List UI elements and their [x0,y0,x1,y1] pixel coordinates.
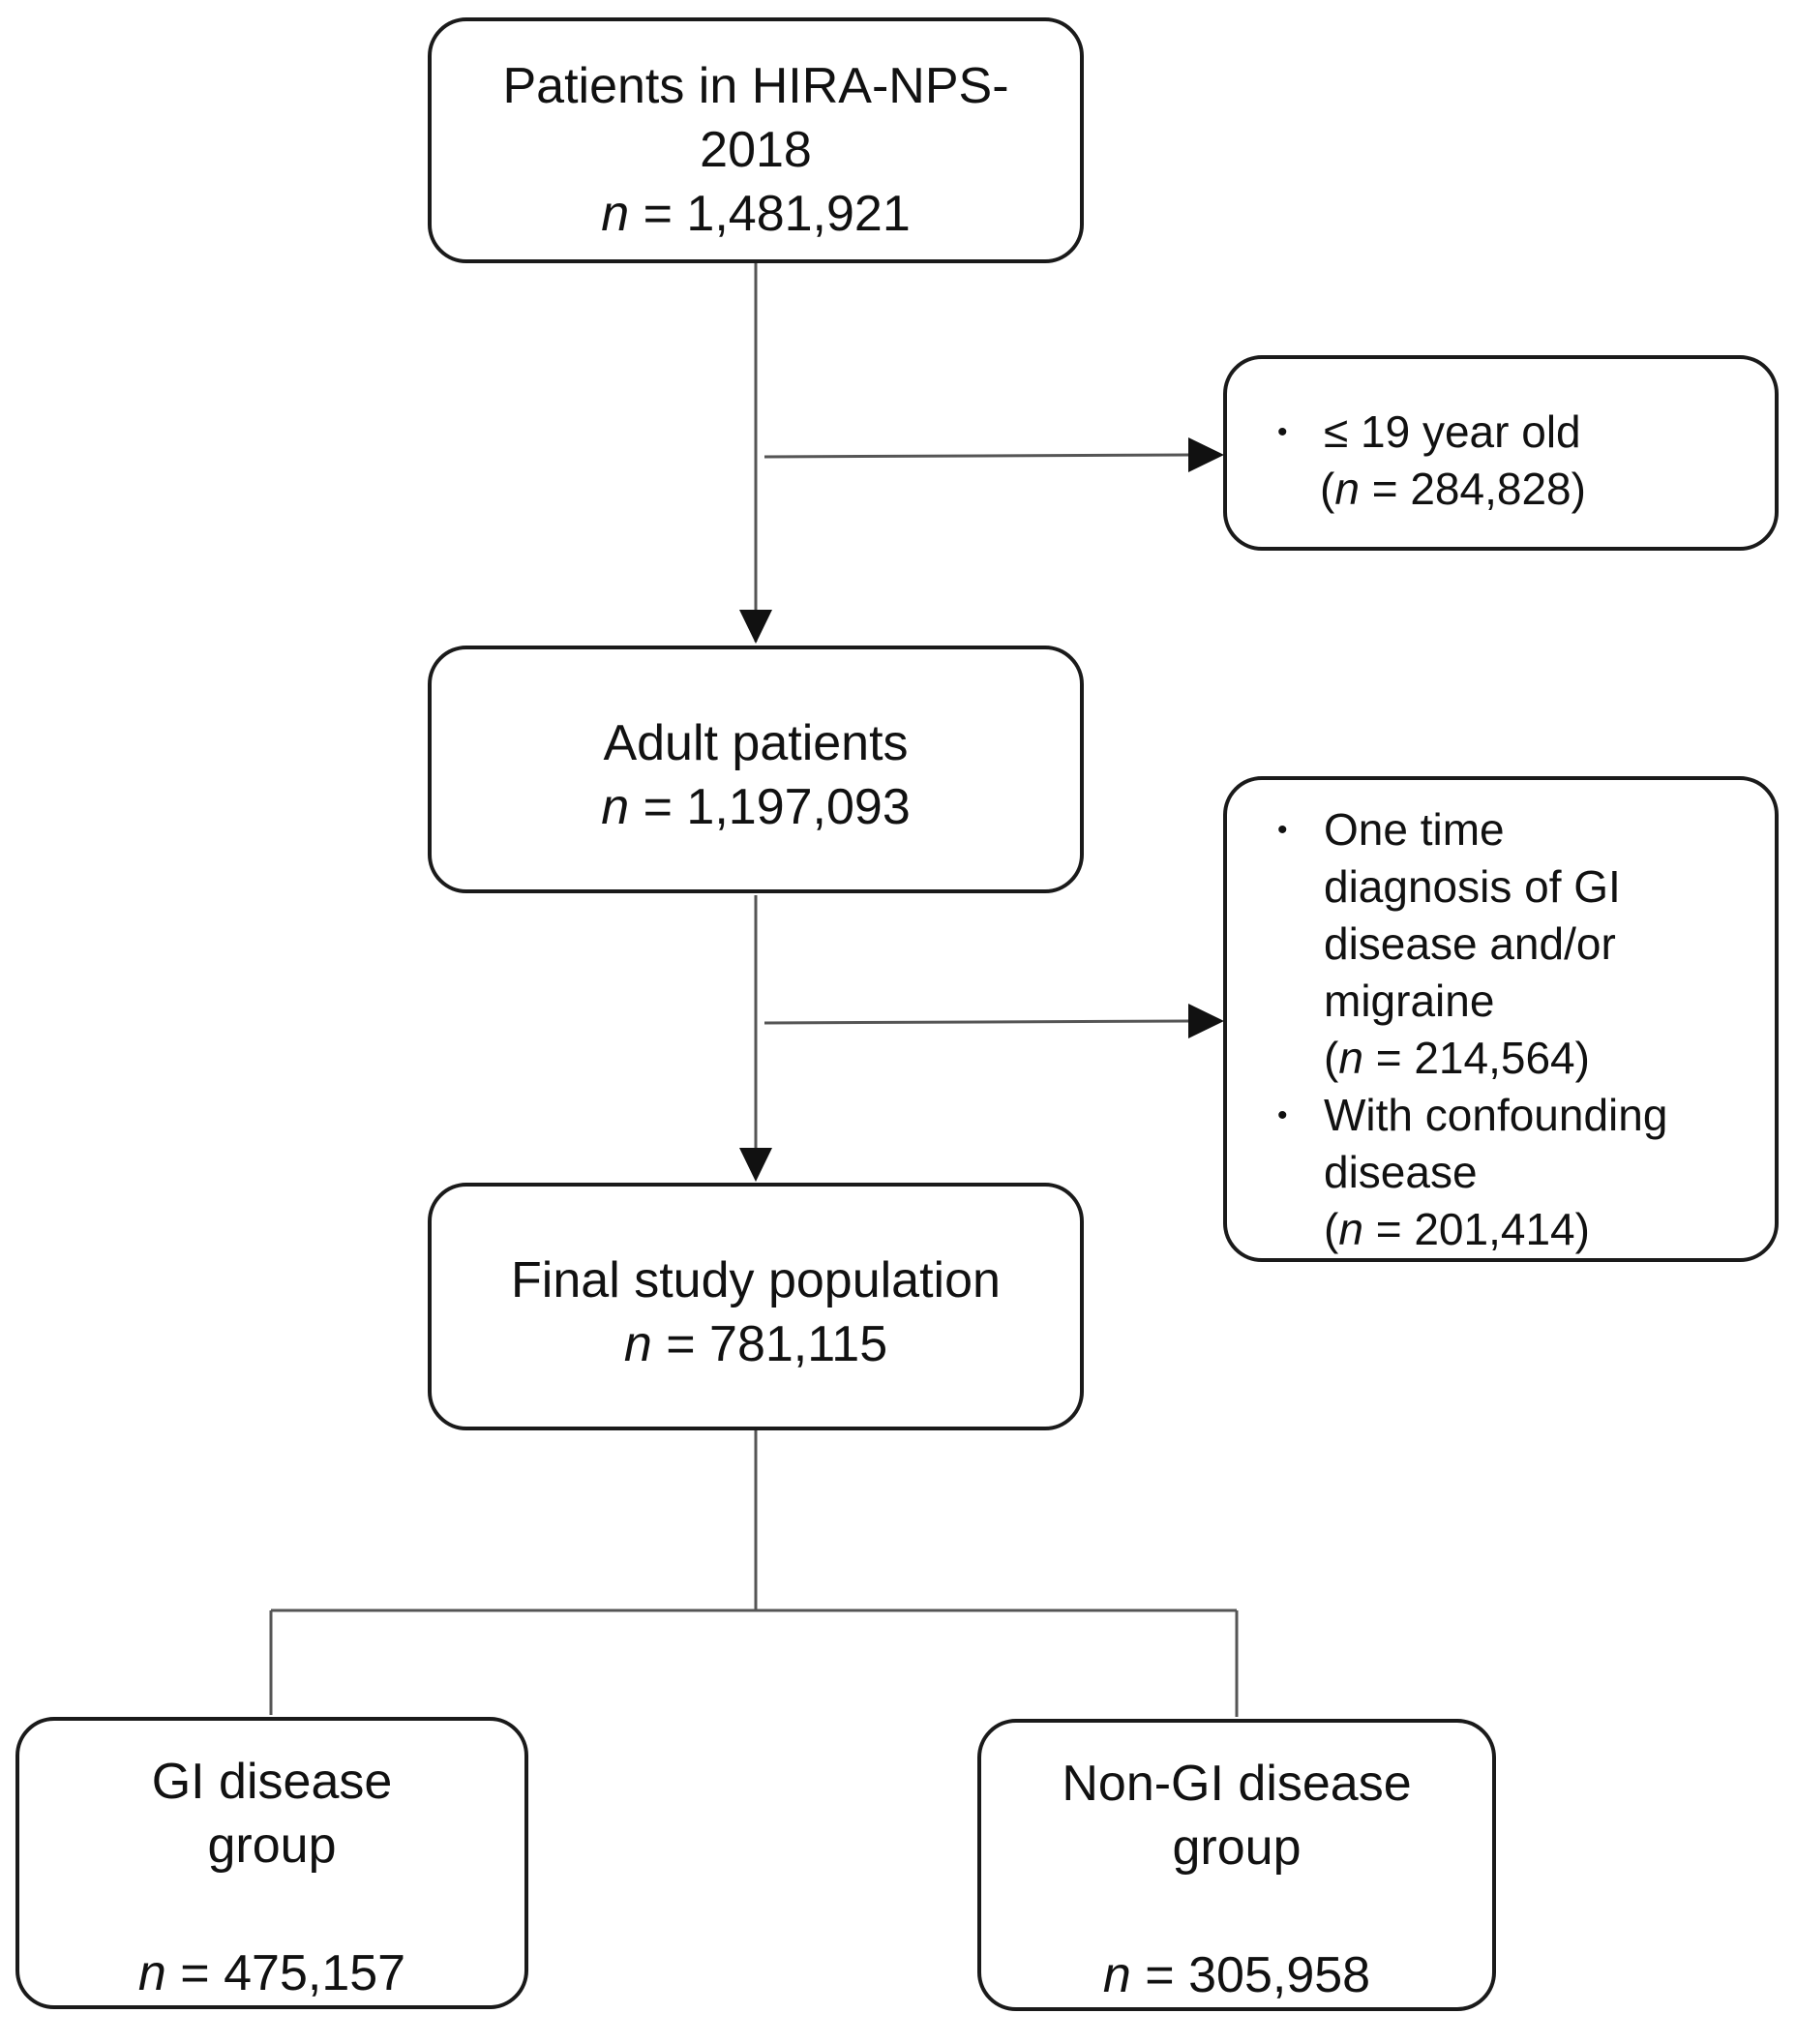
arrowhead-adult [739,610,772,644]
paren-open: ( [1320,464,1335,514]
arrow-to-exclusion2 [763,1019,1191,1025]
source-title-line-2: 2018 [700,122,812,178]
gi-group-count: n = 475,157 [19,1941,524,2005]
non-gi-group-count: n = 305,958 [981,1943,1492,2007]
n-symbol: n [1334,464,1360,514]
exclusion-diagnosis-line-4: migraine [1324,976,1495,1026]
exclusion-confounding-count-value: = 201,414) [1362,1204,1590,1254]
exclusion-age-item: • ≤ 19 year old [1227,404,1775,461]
n-symbol: n [137,1945,166,2001]
exclusion-diagnosis-line-3: disease and/or [1324,918,1616,969]
arrowhead-final [739,1148,772,1182]
exclusion-age-count-value: = 284,828) [1359,464,1586,514]
final-title: Final study population [511,1252,1001,1308]
bullet-icon: • [1277,814,1288,846]
paren-open: ( [1324,1204,1339,1254]
source-title-line-1: Patients in HIRA-NPS- [502,58,1009,114]
n-symbol: n [623,1316,652,1372]
exclusion-box-age: • ≤ 19 year old (n = 284,828) [1223,355,1779,551]
exclusion-age-count: (n = 284,828) [1227,461,1775,518]
exclusion-confounding-count: (n = 201,414) [1227,1201,1775,1258]
exclusion-diagnosis-count: (n = 214,564) [1227,1030,1775,1087]
source-population-box: Patients in HIRA-NPS- 2018 n = 1,481,921 [428,17,1084,263]
n-symbol: n [601,186,630,242]
non-gi-group-line-1: Non-GI disease [1062,1756,1412,1812]
gi-group-line-1: GI disease [151,1754,393,1810]
n-symbol: n [601,779,630,835]
exclusion-diagnosis-count-value: = 214,564) [1362,1033,1590,1083]
exclusion-diagnosis-line-2: diagnosis of GI [1324,861,1621,912]
exclusion-age-label: ≤ 19 year old [1324,406,1581,457]
n-symbol: n [1338,1204,1363,1254]
source-count-value: = 1,481,921 [629,186,911,242]
arrow-to-exclusion1 [763,453,1191,459]
exclusion-confounding-item: • With confounding [1227,1087,1775,1144]
final-count: n = 781,115 [432,1312,1080,1376]
arrowhead-exclusion2 [1188,1004,1224,1038]
n-symbol: n [1102,1947,1131,2003]
gi-group-count-value: = 475,157 [165,1945,406,2001]
adult-count: n = 1,197,093 [432,775,1080,839]
non-gi-group-count-value: = 305,958 [1130,1947,1371,2003]
exclusion-diagnosis-item: • One time [1227,801,1775,858]
adult-title: Adult patients [603,715,909,771]
source-count: n = 1,481,921 [432,182,1080,246]
exclusion-box-diagnosis: • One time diagnosis of GI disease and/o… [1223,776,1779,1262]
final-count-value: = 781,115 [651,1316,888,1372]
non-gi-group-line-2: group [1172,1819,1302,1876]
gi-group-box: GI disease group n = 475,157 [15,1717,528,2009]
exclusion-confounding-line-1: With confounding [1324,1090,1668,1140]
bullet-icon: • [1277,416,1288,448]
final-population-box: Final study population n = 781,115 [428,1183,1084,1430]
non-gi-group-box: Non-GI disease group n = 305,958 [977,1719,1496,2011]
exclusion-diagnosis-line-1: One time [1324,804,1505,855]
paren-open: ( [1324,1033,1339,1083]
bullet-icon: • [1277,1099,1288,1131]
gi-group-line-2: group [207,1818,337,1874]
exclusion-confounding-line-2: disease [1324,1147,1478,1197]
n-symbol: n [1338,1033,1363,1083]
arrowhead-exclusion1 [1188,437,1224,472]
adult-patients-box: Adult patients n = 1,197,093 [428,646,1084,893]
adult-count-value: = 1,197,093 [629,779,911,835]
